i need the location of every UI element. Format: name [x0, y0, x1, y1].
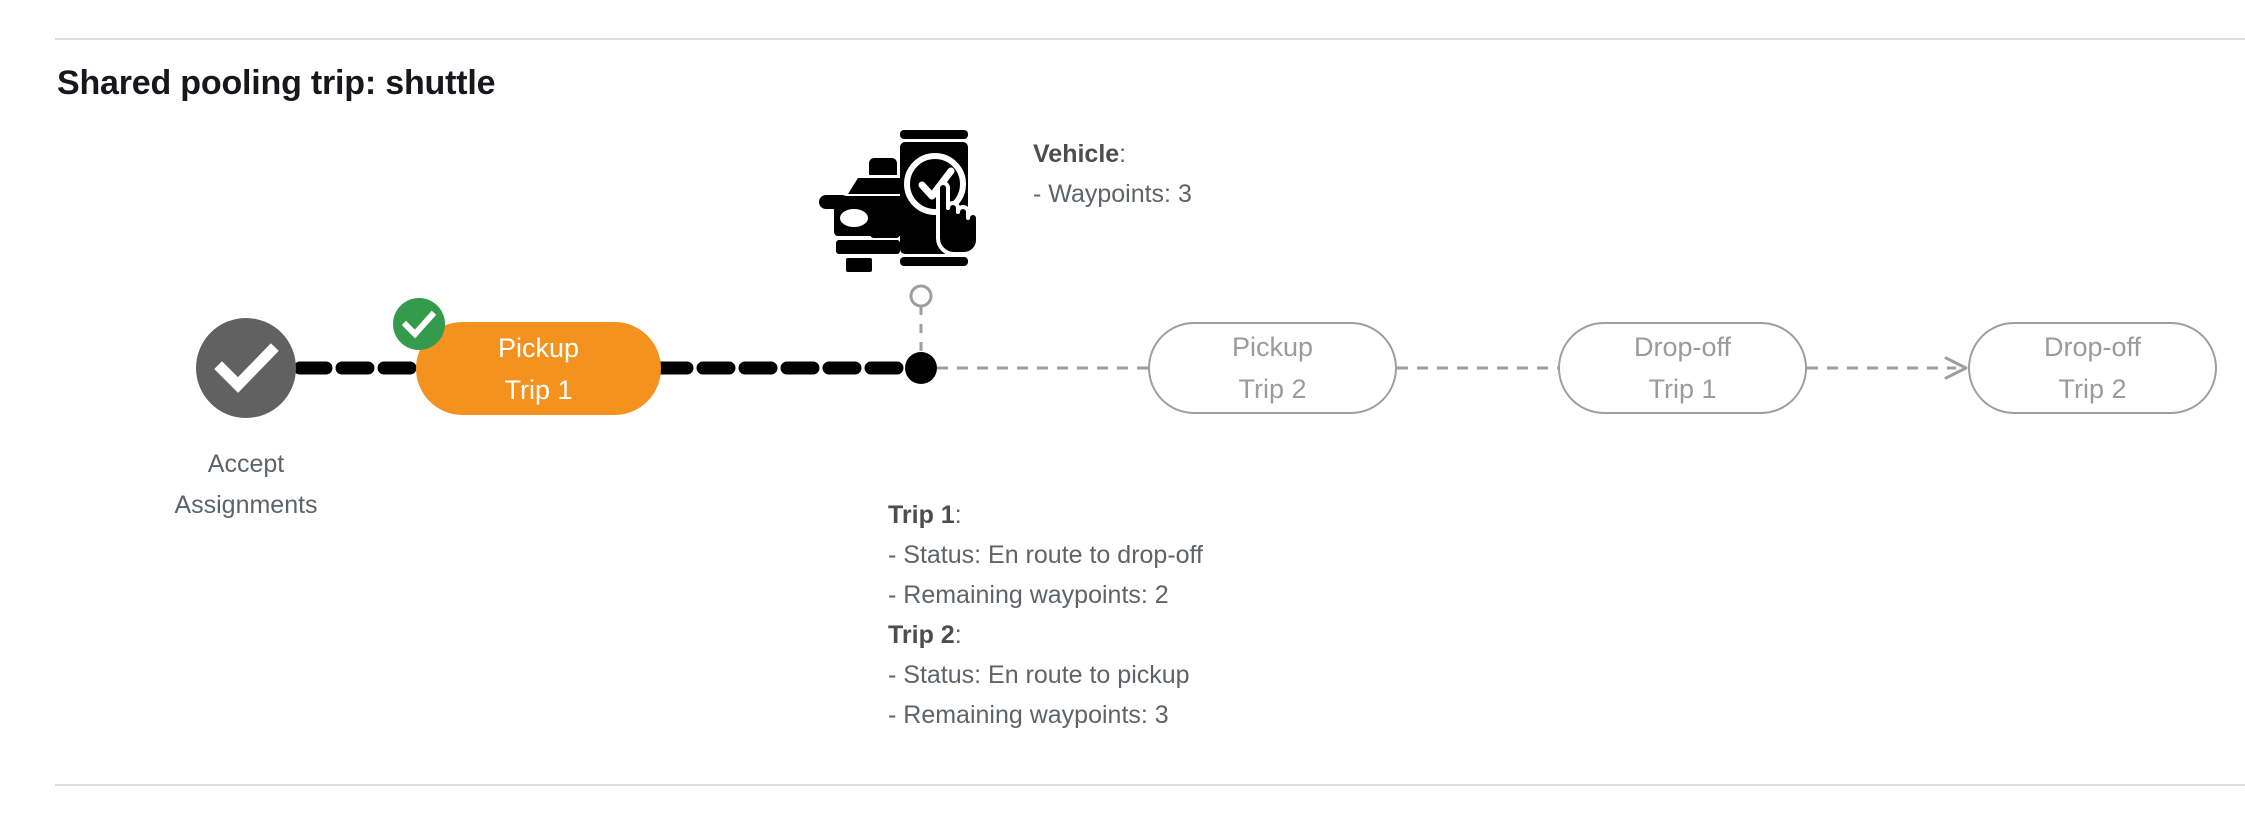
- completed-check-badge-icon: [393, 298, 445, 350]
- step-pickup-trip-1-line1: Pickup: [497, 332, 580, 363]
- step-dropoff-trip-2-line2: Trip 2: [2058, 374, 2127, 404]
- trip1-info-status: - Status: En route to drop-off: [888, 541, 1203, 569]
- trip2-info-status: - Status: En route to pickup: [888, 661, 1190, 689]
- step-dropoff-trip-1[interactable]: Drop-off Trip 1: [1558, 322, 1807, 414]
- connector-arrowhead-icon: [1944, 356, 1968, 380]
- vehicle-position-dot: [905, 352, 937, 384]
- check-circle-icon: [214, 343, 279, 393]
- vehicle-info-heading-text: Vehicle: [1033, 140, 1120, 168]
- page-title: Shared pooling trip: shuttle: [57, 64, 496, 102]
- top-divider: [55, 38, 2245, 40]
- bottom-divider: [55, 784, 2245, 786]
- vehicle-info-heading-colon: :: [1119, 140, 1127, 168]
- trips-info-block: Trip 1: - Status: En route to drop-off -…: [888, 495, 1203, 735]
- vehicle-info-heading: Vehicle:: [1033, 134, 1192, 174]
- step-dropoff-trip-1-line1: Drop-off: [1633, 332, 1732, 362]
- step-dropoff-trip-2[interactable]: Drop-off Trip 2: [1968, 322, 2217, 414]
- vehicle-phone-check-glyph: [819, 130, 978, 272]
- accept-label-line1: Accept: [207, 450, 285, 478]
- trip1-info-heading-text: Trip 1: [888, 501, 955, 529]
- trip2-info-remaining: - Remaining waypoints: 3: [888, 701, 1169, 729]
- step-pickup-trip-1[interactable]: Pickup Trip 1: [416, 322, 661, 415]
- trip2-info-heading: Trip 2:: [888, 615, 1203, 655]
- check-badge-glyph: [401, 310, 437, 339]
- accept-assignments-node[interactable]: [196, 318, 296, 418]
- step-pickup-trip-2[interactable]: Pickup Trip 2: [1148, 322, 1397, 414]
- vehicle-phone-check-icon: [818, 118, 978, 273]
- step-dropoff-trip-1-line2: Trip 1: [1648, 374, 1717, 404]
- step-pickup-trip-2-line1: Pickup: [1231, 332, 1314, 362]
- step-pickup-trip-1-line2: Trip 1: [504, 374, 573, 405]
- trip1-info-heading: Trip 1:: [888, 495, 1203, 535]
- vehicle-info-waypoints: - Waypoints: 3: [1033, 180, 1192, 208]
- step-pickup-trip-2-line2: Trip 2: [1238, 374, 1307, 404]
- vehicle-anchor-circle: [909, 284, 933, 308]
- trip2-info-heading-colon: :: [954, 621, 962, 649]
- step-dropoff-trip-2-line1: Drop-off: [2043, 332, 2142, 362]
- accept-assignments-label: Accept Assignments: [106, 444, 386, 526]
- trip1-info-remaining: - Remaining waypoints: 2: [888, 581, 1169, 609]
- vehicle-info-block: Vehicle: - Waypoints: 3: [1033, 134, 1192, 214]
- accept-label-line2: Assignments: [174, 491, 318, 519]
- trip2-info-heading-text: Trip 2: [888, 621, 955, 649]
- trip1-info-heading-colon: :: [954, 501, 962, 529]
